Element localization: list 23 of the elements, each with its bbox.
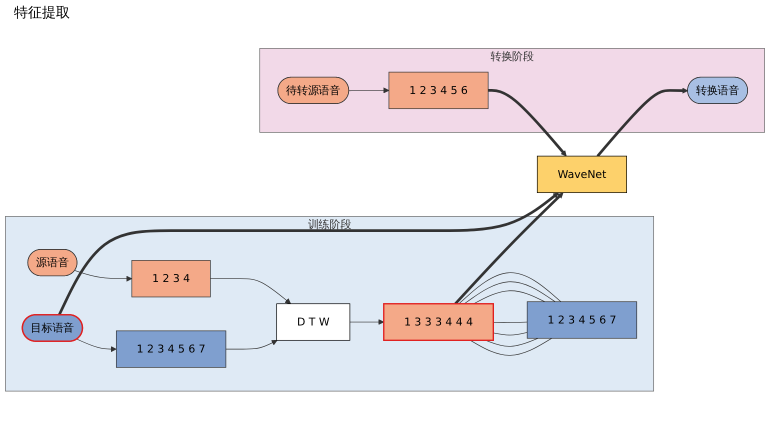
arrow xyxy=(488,89,567,157)
arrow xyxy=(58,192,559,316)
arrow xyxy=(210,278,291,304)
arrow xyxy=(596,88,688,158)
arrow xyxy=(350,319,384,326)
connector xyxy=(464,282,556,304)
node-box: 1 2 3 4 5 6 xyxy=(388,72,488,110)
connector xyxy=(470,338,552,356)
connector xyxy=(473,290,546,304)
arrow xyxy=(454,192,564,305)
node-box: WaveNet xyxy=(536,156,627,194)
arrow xyxy=(76,339,117,352)
node-box: 1 2 3 4 5 6 7 xyxy=(526,302,638,339)
node-box: D T W xyxy=(276,304,350,341)
node-box: 1 3 3 3 4 4 4 xyxy=(383,303,494,342)
arrow xyxy=(226,340,278,350)
connector xyxy=(492,332,528,336)
node-box: 1 2 3 4 5 6 7 xyxy=(116,330,226,368)
node-box: 1 2 3 4 xyxy=(131,260,211,298)
connector xyxy=(458,272,562,304)
connector xyxy=(492,322,528,324)
arrow xyxy=(348,88,390,94)
arrow xyxy=(74,270,132,282)
